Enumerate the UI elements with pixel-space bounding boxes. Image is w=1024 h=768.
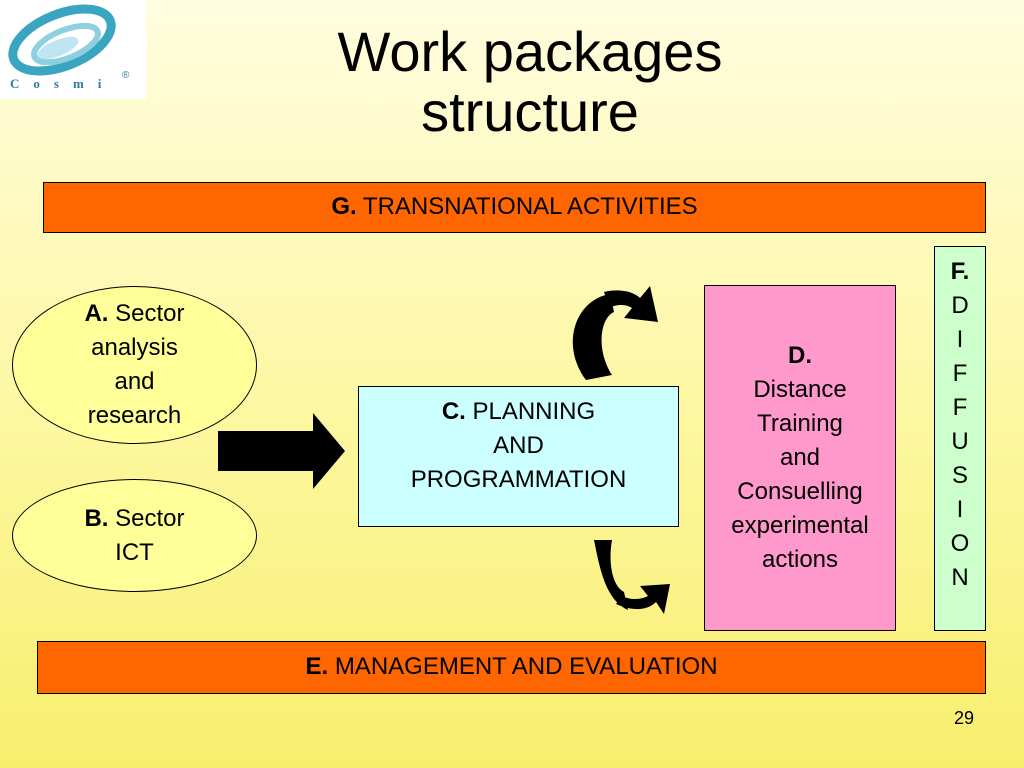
wp-d-line6: actions bbox=[761, 546, 839, 573]
wp-d-line3: and bbox=[779, 444, 821, 471]
wp-c-line2: AND bbox=[493, 432, 544, 459]
wp-b-line2: ICT bbox=[115, 538, 154, 566]
wp-d-line4: Consuelling bbox=[737, 478, 863, 505]
curved-arrow-down-right-icon bbox=[594, 540, 628, 610]
wp-c-planning-programmation: C. PLANNING AND PROGRAMMATION bbox=[358, 386, 679, 527]
wp-a-label: Sector bbox=[115, 300, 185, 327]
wp-a-line2: analysis bbox=[91, 334, 178, 361]
curved-arrow-up-right-icon bbox=[572, 294, 614, 380]
wp-e-code: E. bbox=[305, 653, 329, 680]
wp-d-distance-training: D. Distance Training and Consuelling exp… bbox=[704, 285, 896, 631]
title-line-1: Work packages bbox=[337, 20, 723, 83]
wp-b-code: B. bbox=[84, 504, 109, 532]
wp-f-letter: O bbox=[950, 530, 970, 557]
wp-f-letter: F bbox=[952, 360, 968, 387]
wp-g-transnational-activities: G. TRANSNATIONAL ACTIVITIES bbox=[43, 182, 986, 233]
wp-a-line4: research bbox=[87, 402, 182, 429]
wp-c-code: C. bbox=[441, 398, 466, 425]
registered-mark: ® bbox=[122, 70, 130, 81]
block-arrow-right-icon bbox=[218, 413, 345, 489]
wp-g-label: TRANSNATIONAL ACTIVITIES bbox=[362, 193, 698, 220]
wp-c-line3: PROGRAMMATION bbox=[410, 466, 627, 493]
wp-a-sector-analysis: A. Sector analysis and research bbox=[12, 286, 257, 444]
wp-f-letter: S bbox=[951, 462, 968, 489]
wp-d-code: D. bbox=[788, 342, 812, 369]
title-line-2: structure bbox=[421, 80, 639, 143]
wp-b-sector-ict: B. Sector ICT bbox=[12, 479, 257, 592]
wp-b-label: Sector bbox=[115, 504, 185, 532]
wp-e-label: MANAGEMENT AND EVALUATION bbox=[334, 653, 718, 680]
wp-f-letter: D bbox=[951, 292, 969, 319]
wp-c-label: PLANNING bbox=[472, 398, 596, 425]
wp-a-code: A. bbox=[84, 300, 109, 327]
wp-f-letter: I bbox=[956, 326, 964, 353]
page-number: 29 bbox=[953, 708, 974, 728]
wp-f-letter: N bbox=[951, 564, 969, 591]
wp-a-line3: and bbox=[114, 368, 155, 395]
wp-d-line2: Training bbox=[757, 410, 843, 437]
wp-f-letter: I bbox=[956, 496, 964, 523]
wp-d-line5: experimental bbox=[731, 512, 869, 539]
page-title: Work packages structure bbox=[190, 22, 870, 142]
logo-swirl-icon bbox=[8, 4, 116, 76]
wp-f-letter: F bbox=[952, 394, 968, 421]
wp-g-code: G. bbox=[331, 193, 357, 220]
wp-f-code: F. bbox=[950, 258, 970, 285]
cosmi-logo: Cosmi ® bbox=[0, 0, 146, 99]
wp-d-line1: Distance bbox=[753, 376, 847, 403]
wp-f-letter: U bbox=[951, 428, 969, 455]
wp-f-diffusion: F. D I F F U S I O N bbox=[934, 246, 986, 631]
logo-text: Cosmi bbox=[10, 76, 116, 91]
wp-e-management-evaluation: E. MANAGEMENT AND EVALUATION bbox=[37, 641, 986, 694]
